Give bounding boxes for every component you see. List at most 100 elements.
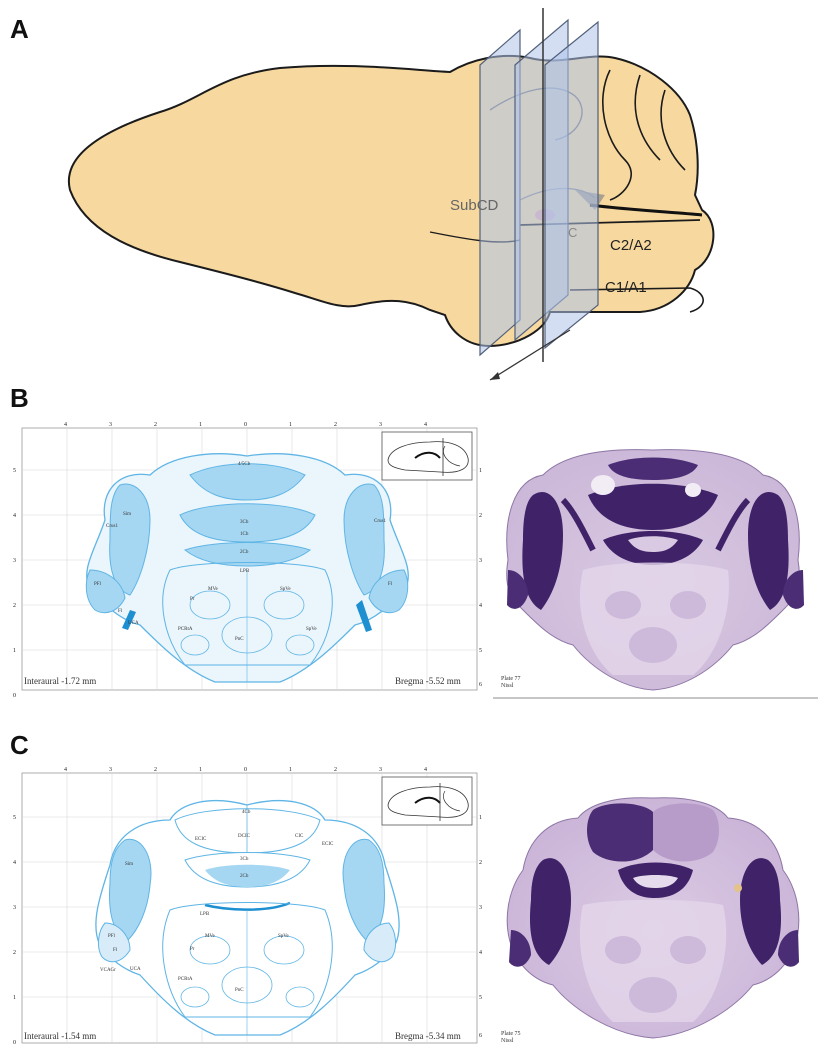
atlas-label: VCAGr xyxy=(100,968,116,973)
axis-right-tick: 6 xyxy=(479,682,482,688)
atlas-label: 2Cb xyxy=(240,874,249,879)
axis-right-tick: 3 xyxy=(479,558,482,564)
axis-right-tick: 4 xyxy=(479,950,482,956)
axis-left-tick: 5 xyxy=(13,468,16,474)
axis-left-tick: 0 xyxy=(13,693,16,699)
atlas-label: DCIC xyxy=(238,834,251,839)
axis-left-tick: 3 xyxy=(13,905,16,911)
brain-sagittal-inset-icon xyxy=(382,432,472,480)
axis-top-tick: 4 xyxy=(64,422,67,428)
axis-top-tick: 3 xyxy=(379,422,382,428)
atlas-label: Fl xyxy=(118,609,123,614)
atlas-label: ECIC xyxy=(195,837,207,842)
atlas-label: PFl xyxy=(94,582,102,587)
atlas-label: Sim xyxy=(123,512,131,517)
atlas-label: UCA xyxy=(130,967,141,972)
coronal-plane-1 xyxy=(480,30,520,355)
axis-top-tick: 2 xyxy=(334,767,337,773)
panel-a-figure: SubCD C C2/A2 C1/A1 xyxy=(50,0,750,390)
plate-label: Plate 77 xyxy=(501,676,521,682)
label-c: C xyxy=(568,225,577,240)
atlas-label: Pr xyxy=(190,947,195,952)
atlas-label: LPB xyxy=(200,912,210,917)
atlas-label: Pr xyxy=(190,597,195,602)
panel-b-atlas: 4 3 2 1 0 1 2 3 4 5 4 3 2 1 0 1 2 3 4 5 … xyxy=(10,420,485,700)
atlas-label: 4Cb xyxy=(242,810,251,815)
axis-left-tick: 1 xyxy=(13,648,16,654)
atlas-label: PnC xyxy=(235,637,244,642)
atlas-label: Crus1 xyxy=(374,519,386,524)
axis-top-tick: 1 xyxy=(199,767,202,773)
axis-top-tick: 2 xyxy=(154,422,157,428)
atlas-label: PCRtA xyxy=(178,627,193,632)
interaural-label: Interaural -1.72 mm xyxy=(24,676,96,686)
atlas-label: Fl xyxy=(113,948,118,953)
axis-left-tick: 4 xyxy=(13,860,16,866)
atlas-label: 1Cb xyxy=(240,532,249,537)
sagittal-brain-diagram: SubCD C C2/A2 C1/A1 xyxy=(50,0,750,390)
atlas-label: Sim xyxy=(125,862,133,867)
axis-right-tick: 5 xyxy=(479,995,482,1001)
label-subcd: SubCD xyxy=(450,197,499,214)
axis-top-tick: 4 xyxy=(64,767,67,773)
atlas-label: SpVe xyxy=(306,627,317,632)
atlas-label: ECIC xyxy=(322,842,334,847)
atlas-label: PCRtA xyxy=(178,977,193,982)
label-c1-a1: C1/A1 xyxy=(605,279,647,296)
panel-label-c: C xyxy=(10,730,29,761)
axis-top-tick: 4 xyxy=(424,422,427,428)
axis-left-tick: 2 xyxy=(13,950,16,956)
atlas-label: 2Cb xyxy=(240,550,249,555)
stain-label: Nissl xyxy=(501,1038,514,1044)
axis-right-tick: 4 xyxy=(479,603,482,609)
axis-top-tick: 2 xyxy=(154,767,157,773)
axis-top-tick: 3 xyxy=(109,422,112,428)
atlas-label: UCA xyxy=(128,621,139,626)
axis-left-tick: 0 xyxy=(13,1040,16,1046)
axis-left-tick: 2 xyxy=(13,603,16,609)
panel-c-atlas: 4 3 2 1 0 1 2 3 4 5 4 3 2 1 0 1 2 3 4 5 … xyxy=(10,765,485,1055)
atlas-label: PFl xyxy=(108,934,116,939)
bregma-label: Bregma -5.34 mm xyxy=(395,1031,461,1041)
axis-left-tick: 1 xyxy=(13,995,16,1001)
axis-top-tick: 3 xyxy=(109,767,112,773)
atlas-label: LPB xyxy=(240,569,250,574)
panel-label-b: B xyxy=(10,383,29,414)
brain-sagittal-inset-icon xyxy=(382,777,472,825)
atlas-label: SpVe xyxy=(280,587,291,592)
atlas-label: 3Cb xyxy=(240,857,249,862)
interaural-label: Interaural -1.54 mm xyxy=(24,1031,96,1041)
axis-top-tick: 1 xyxy=(289,767,292,773)
stain-label: Nissl xyxy=(501,683,514,689)
atlas-label: Crus1 xyxy=(106,524,118,529)
axis-top-tick: 1 xyxy=(199,422,202,428)
brain-sagittal-shape xyxy=(69,56,714,346)
atlas-label: MVe xyxy=(205,934,216,939)
coronal-plane-3 xyxy=(545,22,598,348)
atlas-label: Fl xyxy=(388,582,393,587)
axis-right-tick: 1 xyxy=(479,468,482,474)
panel-b-nissl: Plate 77 Nissl xyxy=(493,440,818,705)
panel-label-a: A xyxy=(10,14,29,45)
axis-top-tick: 1 xyxy=(289,422,292,428)
axis-right-tick: 2 xyxy=(479,860,482,866)
axis-top-tick: 3 xyxy=(379,767,382,773)
axis-left-tick: 3 xyxy=(13,558,16,564)
plate-label: Plate 75 xyxy=(501,1031,521,1037)
panel-c-nissl: Plate 75 Nissl xyxy=(493,790,818,1055)
axis-left-tick: 4 xyxy=(13,513,16,519)
axis-right-tick: 5 xyxy=(479,648,482,654)
axis-top-tick: 4 xyxy=(424,767,427,773)
axis-right-tick: 2 xyxy=(479,513,482,519)
atlas-label: 3Cb xyxy=(240,520,249,525)
axis-right-tick: 6 xyxy=(479,1033,482,1039)
atlas-label: MVe xyxy=(208,587,219,592)
atlas-label: PnC xyxy=(235,988,244,993)
atlas-label: SpVe xyxy=(278,934,289,939)
label-c2-a2: C2/A2 xyxy=(610,237,652,254)
axis-left-tick: 5 xyxy=(13,815,16,821)
axis-right-tick: 1 xyxy=(479,815,482,821)
atlas-label: 4/5Cb xyxy=(238,462,251,467)
axis-top-tick: 0 xyxy=(244,767,247,773)
axis-top-tick: 2 xyxy=(334,422,337,428)
